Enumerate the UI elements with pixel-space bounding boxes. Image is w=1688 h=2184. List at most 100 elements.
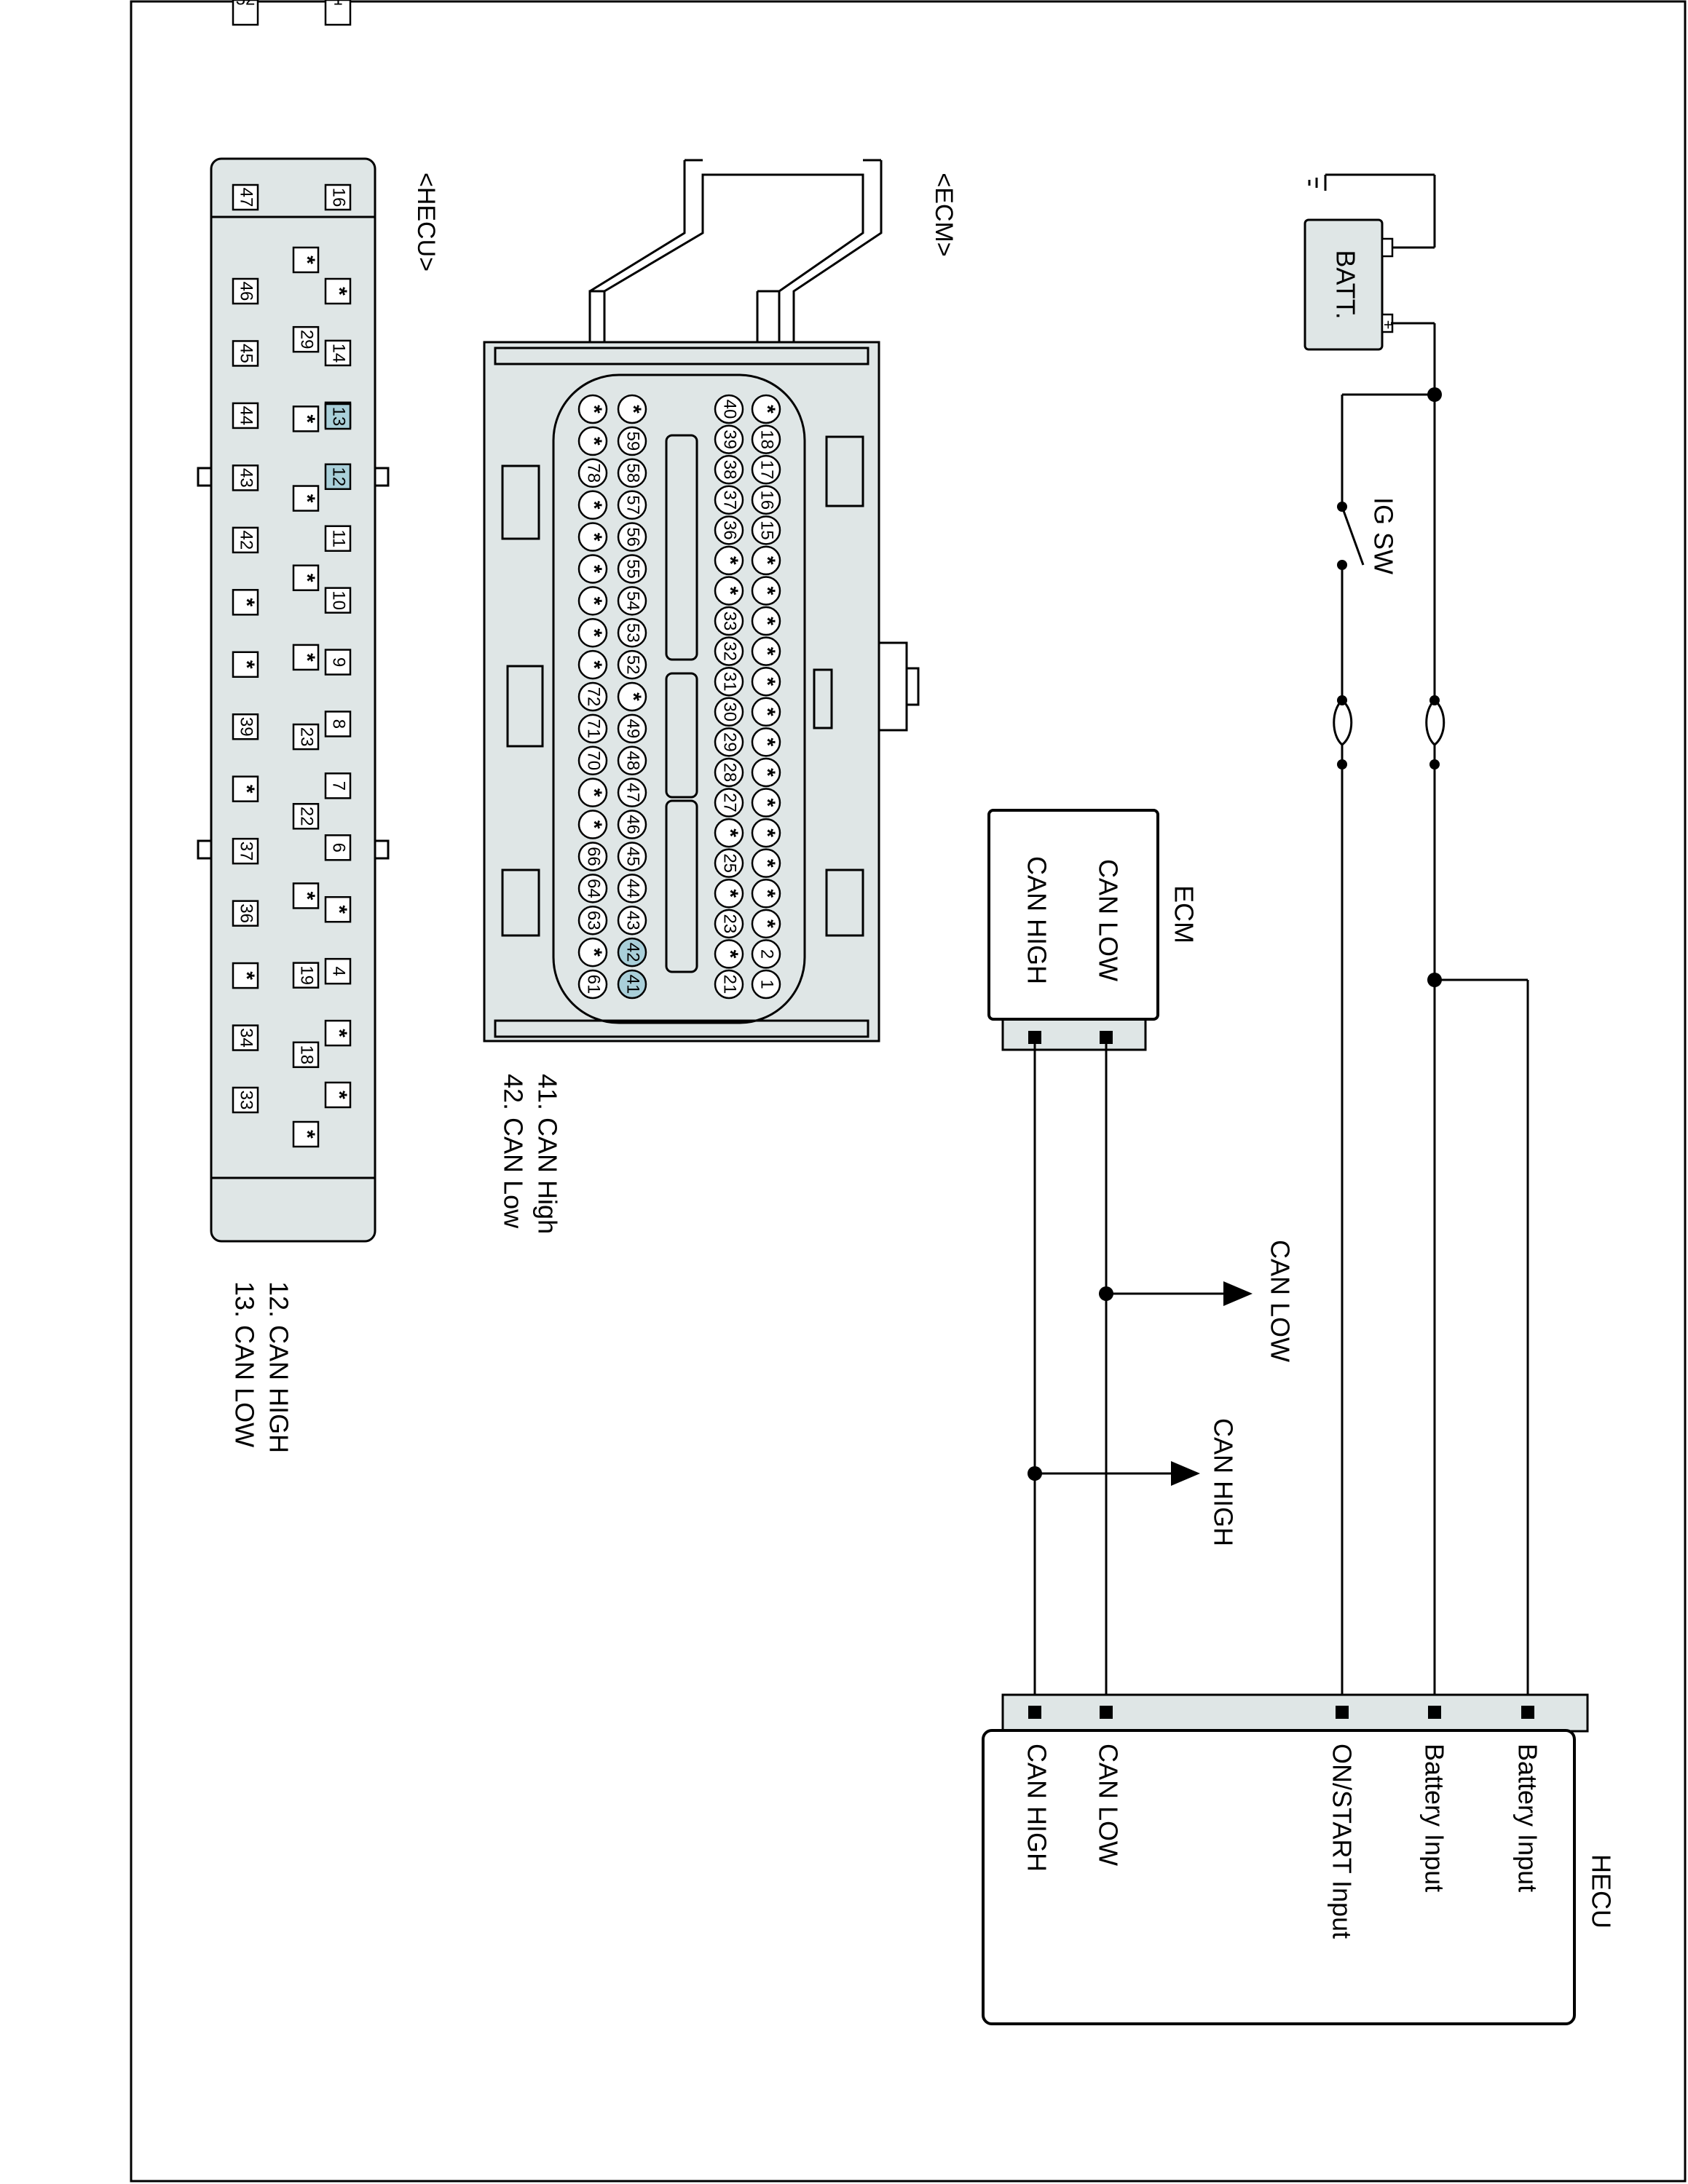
hecu-pin-label: 19 xyxy=(297,965,317,985)
ecm-pin xyxy=(714,454,744,485)
ecm-pin xyxy=(751,485,781,515)
ecm-pin xyxy=(577,394,608,424)
hecu-pin-label: * xyxy=(327,1091,351,1099)
hecu-pin-label: * xyxy=(234,785,259,794)
ecm-pin xyxy=(714,636,744,666)
ecm-legend-42: 42. CAN Low xyxy=(498,1074,528,1229)
hecu-pin-label: 9 xyxy=(329,657,349,667)
ecm-pin-label: * xyxy=(582,948,606,957)
ecm-pin-label: * xyxy=(755,647,779,656)
ecm-pin-label: * xyxy=(582,660,606,669)
ecm-pin xyxy=(714,788,744,818)
hecu-pin xyxy=(292,803,320,830)
ecm-pin-label: 38 xyxy=(720,460,740,480)
ecm-pin-label: * xyxy=(582,596,606,605)
hecu-pin-label: 16 xyxy=(329,188,349,207)
ecm-pin-label: 21 xyxy=(720,975,740,994)
ecm-pin-label: 25 xyxy=(720,853,740,873)
ecm-pin-can-low: CAN LOW xyxy=(1093,859,1123,981)
hecu-pin-label: 23 xyxy=(297,727,317,747)
hecu-pin-label: 42 xyxy=(237,530,256,550)
battery: + BATT. xyxy=(1304,218,1397,351)
hecu-pin-label: 43 xyxy=(237,468,256,488)
ecm-pin xyxy=(714,818,744,848)
hecu-pin-label: * xyxy=(234,660,259,669)
ecm-pin-label: 66 xyxy=(584,847,604,866)
hecu-pin xyxy=(232,526,259,554)
ecm-pin-label: 78 xyxy=(584,463,604,483)
ecm-pin xyxy=(577,874,608,903)
hecu-pin xyxy=(324,339,352,367)
hecu-pin-label: * xyxy=(234,598,259,606)
ecm-pin-label: * xyxy=(582,405,606,414)
hecu-pin-battery-2: Battery Input xyxy=(1419,1744,1449,1892)
hecu-pin-label: 10 xyxy=(329,590,349,610)
ecm-pin xyxy=(714,545,744,576)
hecu-pin-label: * xyxy=(295,653,319,662)
ecm-connector-title: <ECM> xyxy=(930,173,958,256)
ecm-pin-label: 54 xyxy=(623,591,643,611)
hecu-legend-13: 13. CAN LOW xyxy=(229,1281,259,1447)
hecu-pin xyxy=(324,525,352,552)
hecu-pins: 1**4*6789101112*14*1613*1819*2223****29*… xyxy=(232,0,352,1148)
hecu-pin-label: 1 xyxy=(333,0,342,9)
hecu-pin xyxy=(232,402,259,430)
hecu-pin-label: 22 xyxy=(297,807,317,826)
hecu-pin-label: * xyxy=(295,256,319,264)
ecm-pin-label: 47 xyxy=(623,783,643,802)
ecm-pin xyxy=(577,490,608,520)
hecu-terminal xyxy=(1100,1706,1113,1719)
hecu-pin xyxy=(232,775,259,802)
ecm-pin xyxy=(617,778,647,807)
ecm-title: ECM xyxy=(1169,885,1199,943)
ecm-pin-label: 39 xyxy=(720,430,740,449)
ecm-pin-label: 56 xyxy=(623,527,643,547)
hecu-pin xyxy=(292,246,320,274)
ecm-pin xyxy=(751,454,781,485)
ecm-pin xyxy=(751,636,781,666)
ecm-pin xyxy=(577,842,608,871)
ecm-pin xyxy=(714,576,744,606)
ecm-pin-label: * xyxy=(755,738,779,747)
hecu-pin-label: 32 xyxy=(236,0,256,9)
ecm-pin-label: 40 xyxy=(720,400,740,419)
hecu-pin xyxy=(324,711,352,737)
ecm-pin-label: * xyxy=(755,617,779,625)
hecu-pin xyxy=(324,1081,352,1109)
ecm-pin xyxy=(617,617,647,648)
ecm-pin xyxy=(577,810,608,839)
ecm-latch xyxy=(588,159,883,342)
hecu-pin xyxy=(232,837,259,865)
ecm-pin xyxy=(714,909,744,939)
ecm-pin-label: * xyxy=(621,692,645,701)
ecm-pin-label: 52 xyxy=(623,655,643,675)
ecm-terminal xyxy=(1100,1031,1113,1044)
ecm-pin xyxy=(577,554,608,584)
hecu-pin-label: 18 xyxy=(297,1045,317,1064)
hecu-pin xyxy=(324,1019,352,1047)
ecm-pin-label: 16 xyxy=(757,490,777,510)
ecm-pin xyxy=(617,969,647,1000)
hecu-pin xyxy=(324,587,352,614)
ig-switch-label: IG SW xyxy=(1368,497,1398,574)
ecm-legend-41: 41. CAN High xyxy=(532,1074,562,1234)
hecu-pin xyxy=(232,277,259,305)
hecu-title: HECU xyxy=(1586,1854,1616,1928)
ecm-pin-label: * xyxy=(755,919,779,928)
ecm-pin-label: 1 xyxy=(757,979,777,989)
hecu-pin-label: 4 xyxy=(329,966,349,976)
ecm-pin xyxy=(617,586,647,616)
ecm-pin xyxy=(577,745,608,776)
ecm-pin xyxy=(714,485,744,515)
ecm-pin-label: * xyxy=(582,501,606,510)
hecu-pin xyxy=(324,463,352,491)
ecm-pin xyxy=(617,426,647,456)
arrow-icon xyxy=(1223,1281,1253,1306)
ecm-pin xyxy=(617,554,647,584)
ecm-pin xyxy=(751,545,781,576)
hecu-pin xyxy=(324,183,352,211)
ecm-pin-label: 23 xyxy=(720,914,740,933)
ecm-pin xyxy=(751,727,781,757)
hecu-pin xyxy=(292,882,320,909)
hecu-pin-label: 44 xyxy=(237,406,256,426)
